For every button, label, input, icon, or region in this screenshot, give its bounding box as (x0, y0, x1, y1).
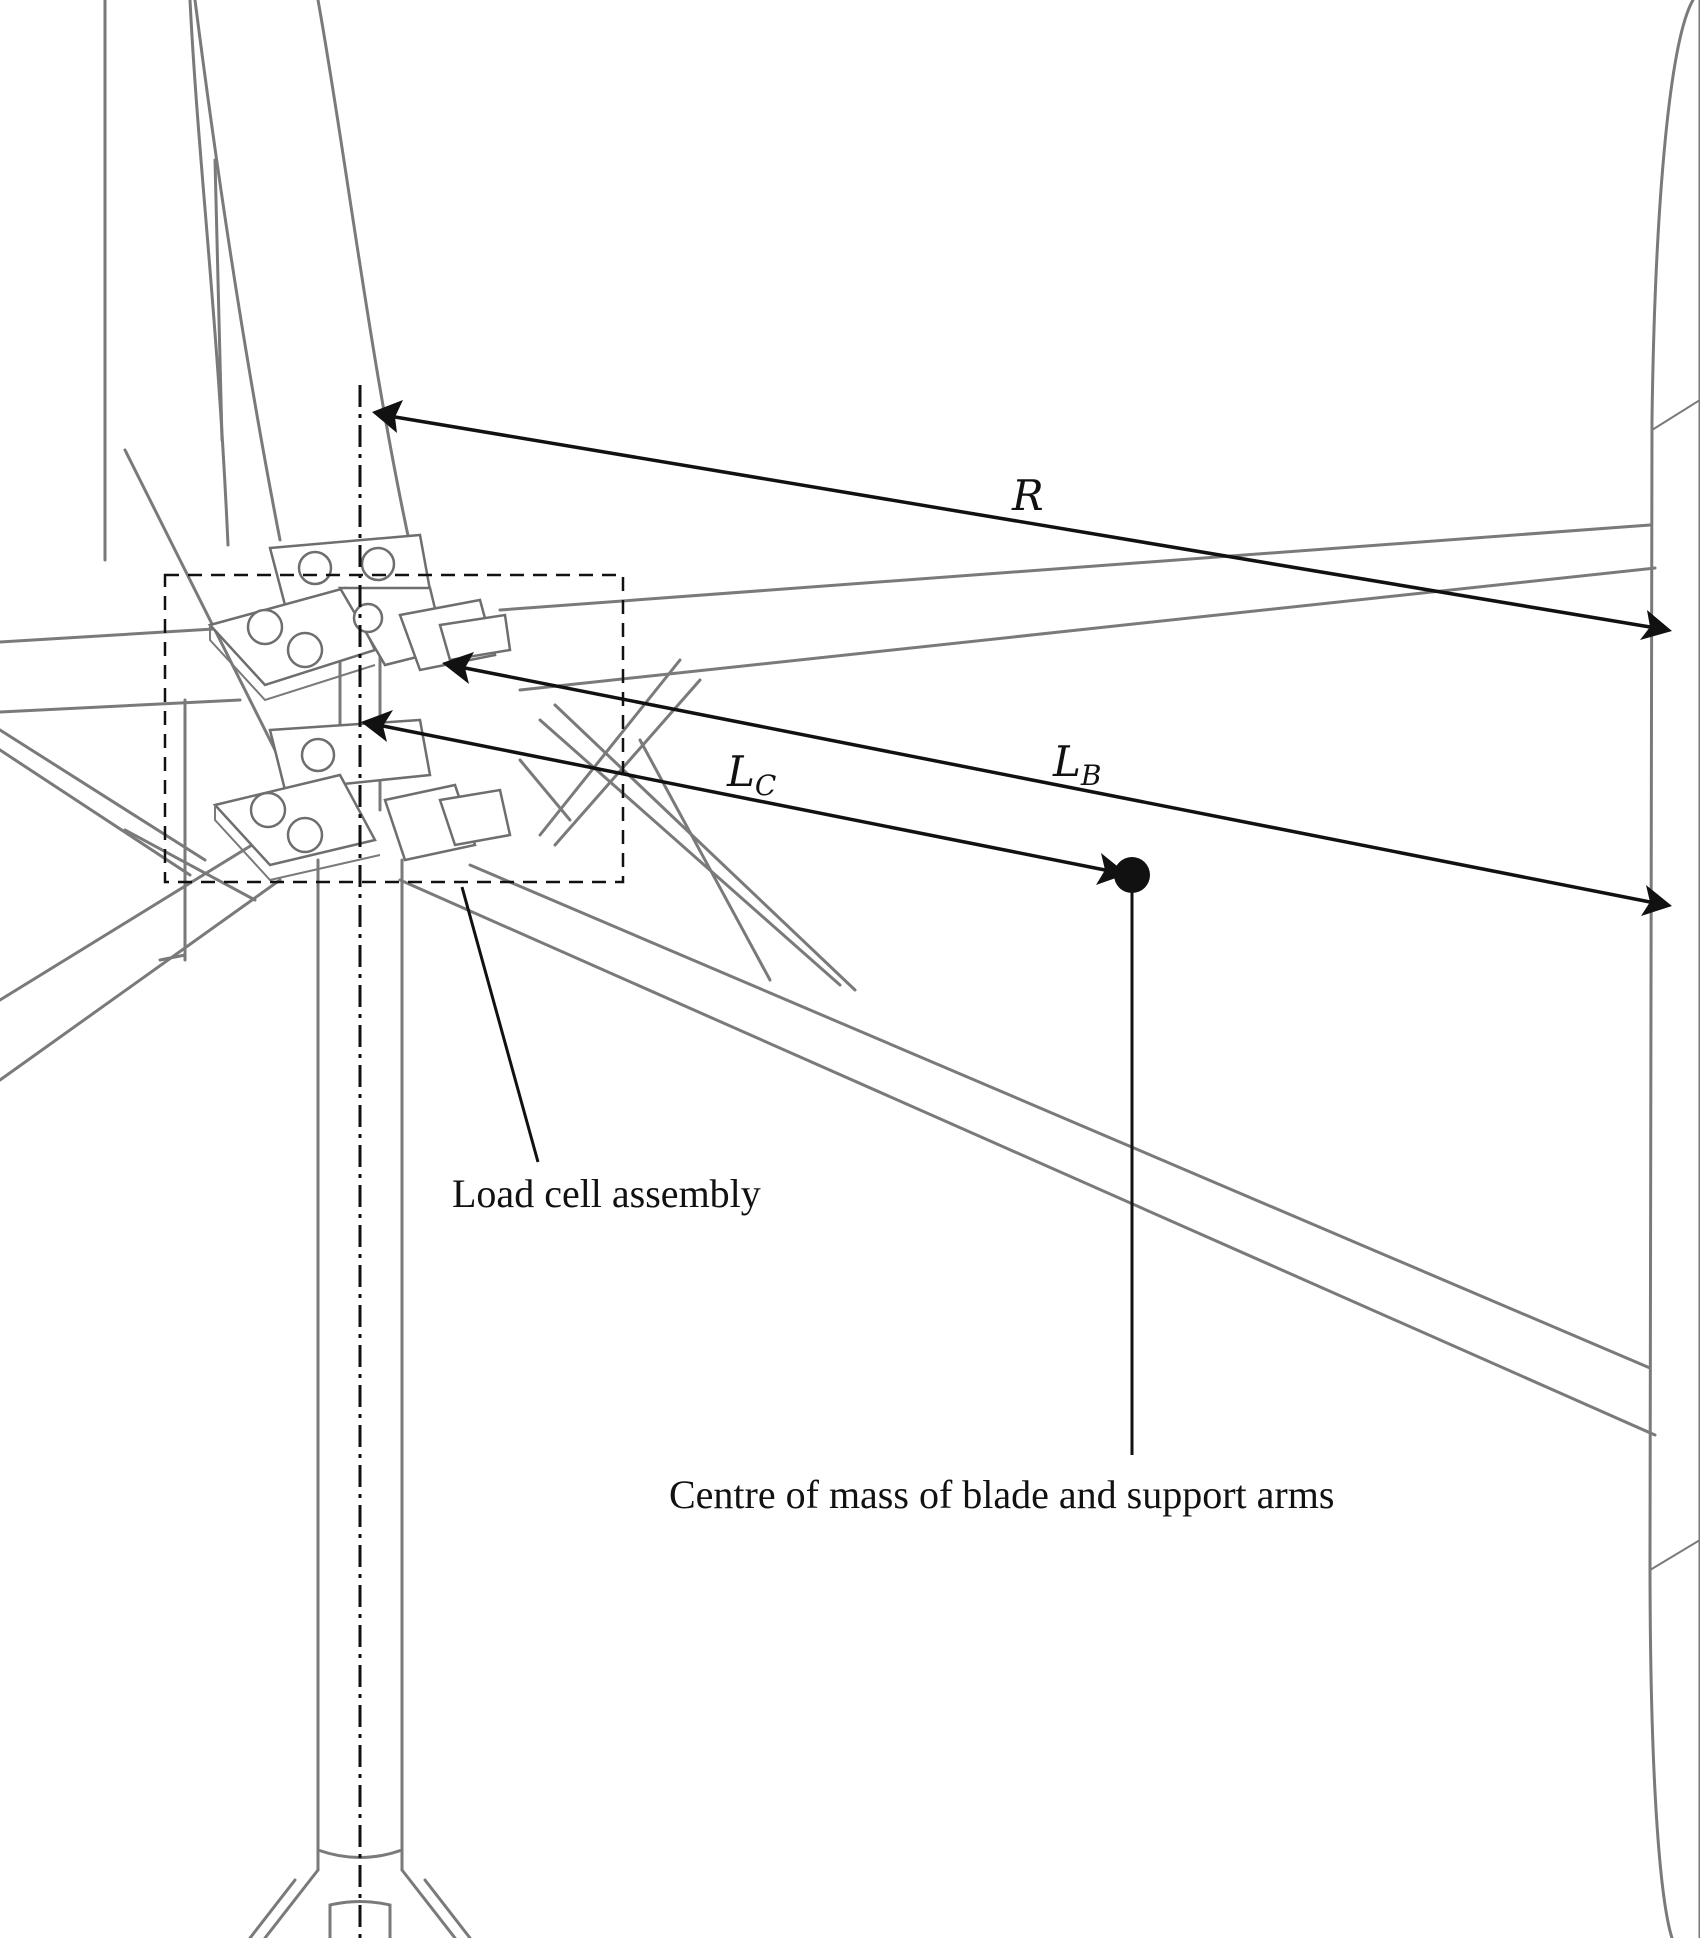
lc-label-main: L (726, 747, 755, 796)
lower-hub (212, 718, 512, 882)
lc-arrowhead-start (361, 710, 393, 742)
rear-blade (103, 0, 230, 562)
r-label: R (1011, 471, 1044, 520)
left-struts (0, 448, 282, 1082)
load-cell-caption: Load cell assembly (452, 1171, 761, 1216)
lb-label-main: L (1052, 737, 1081, 786)
lc-dimension (361, 710, 1127, 885)
load-cell-box (163, 573, 625, 884)
upper-right-arm (498, 523, 1657, 692)
right-blade (1648, 0, 1700, 1938)
r-arrowhead-start (372, 400, 403, 433)
lb-arrowhead-start (442, 652, 474, 684)
upper-hub (207, 533, 512, 702)
r-arrowhead-end (1640, 610, 1672, 640)
upper-arm (193, 0, 412, 547)
lb-label: LB (1052, 737, 1101, 792)
lc-arrowhead-end (1096, 853, 1127, 885)
lb-dimension (442, 652, 1672, 916)
tower (248, 858, 472, 1938)
lc-label: LC (726, 747, 776, 802)
lower-right-arm (398, 863, 1657, 1437)
load-cell-leader (460, 886, 540, 1163)
left-arm (0, 626, 242, 714)
lb-label-sub: B (1080, 759, 1102, 792)
annotations: R LC LB Load cell assembly Centre of mas… (163, 385, 1672, 1938)
centre-of-mass-caption: Centre of mass of blade and support arms (669, 1472, 1334, 1517)
lc-label-sub: C (755, 769, 776, 802)
lb-arrowhead-end (1641, 885, 1672, 916)
r-dimension (372, 400, 1672, 640)
right-struts (518, 658, 857, 992)
